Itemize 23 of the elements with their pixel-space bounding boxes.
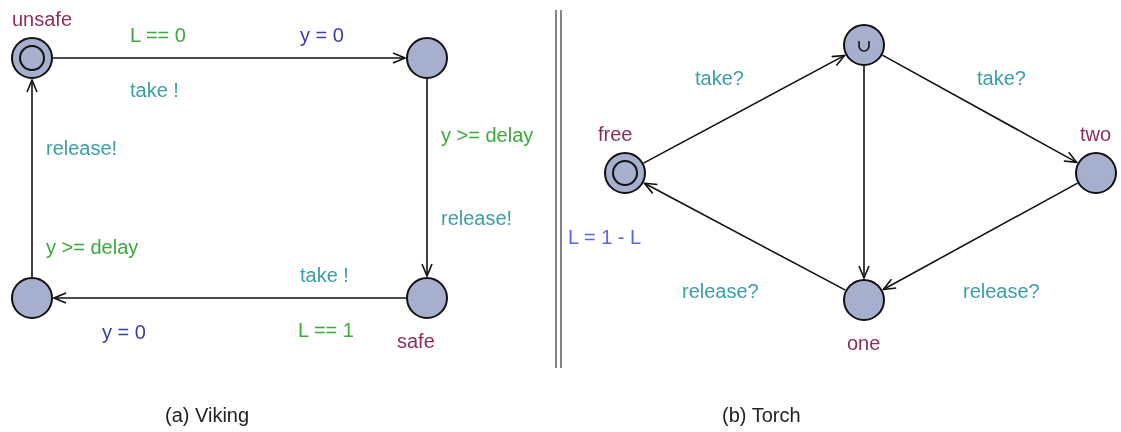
guard-text: L == 0 (130, 24, 186, 46)
state-name: free (598, 123, 633, 145)
state-name: unsafe (12, 8, 73, 30)
transition-arrow (643, 182, 847, 291)
transition-arrow (642, 54, 846, 164)
transition-arrow (26, 79, 38, 278)
transition-arrow (52, 52, 406, 64)
update-text: L = 1 - L (568, 226, 642, 248)
transition-arrow (858, 65, 870, 279)
caption: (a) Viking (165, 404, 250, 426)
transition-arrow (881, 54, 1078, 164)
caption: (b) Torch (722, 404, 801, 426)
update-text: y = 0 (300, 24, 344, 46)
transition-arrow (421, 78, 433, 277)
state-name: one (847, 332, 881, 354)
state-name: two (1080, 123, 1112, 145)
transition-arrow (882, 182, 1079, 291)
guard-text: y >= delay (46, 236, 139, 258)
guard-text: L == 1 (298, 319, 354, 341)
update-text: y = 0 (102, 321, 146, 343)
state-name: safe (397, 330, 435, 352)
transition-arrow (53, 292, 407, 304)
guard-text: y >= delay (441, 124, 534, 146)
